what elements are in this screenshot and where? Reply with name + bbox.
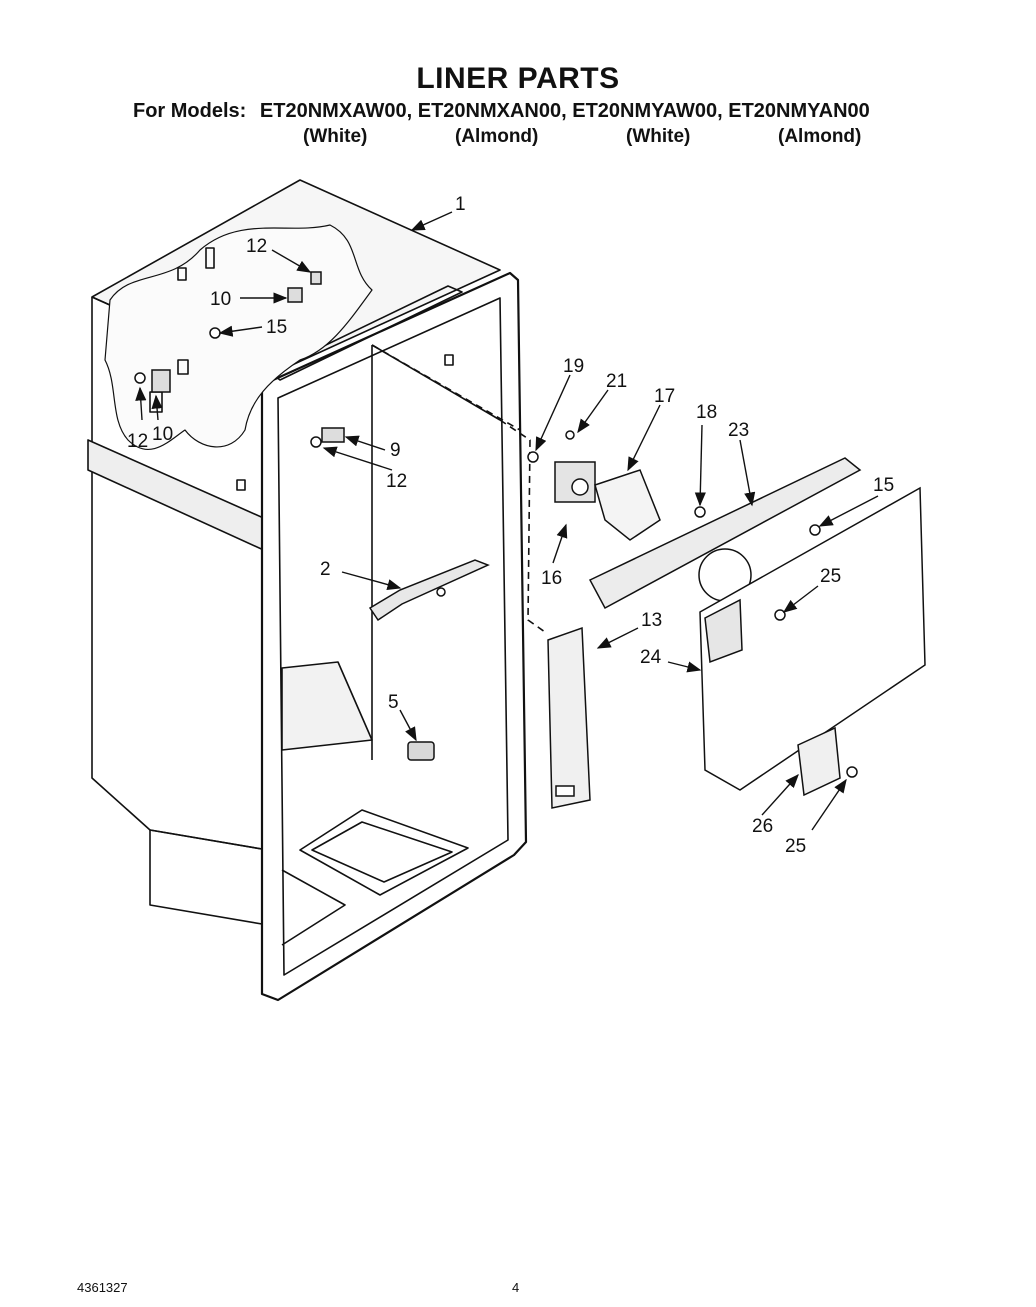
callout-label: 23 bbox=[728, 420, 749, 441]
callout-leaders bbox=[135, 211, 879, 831]
model-code: ET20NMXAW00, bbox=[259, 100, 413, 122]
model-list: For Models: ET20NMXAW00, ET20NMXAN00, ET… bbox=[133, 100, 870, 123]
callout-label: 15 bbox=[266, 317, 287, 338]
small-parts bbox=[134, 271, 926, 809]
callout-label: 25 bbox=[820, 566, 841, 587]
callout-label: 21 bbox=[606, 371, 627, 392]
callout-label: 2 bbox=[320, 559, 331, 580]
callout-label: 12 bbox=[246, 236, 267, 257]
callout-label: 26 bbox=[752, 816, 773, 837]
models-label: For Models: bbox=[133, 100, 247, 122]
callout-label: 13 bbox=[641, 610, 662, 631]
callout-label: 17 bbox=[654, 386, 675, 407]
callout-label: 12 bbox=[127, 431, 148, 452]
callout-label: 10 bbox=[210, 289, 231, 310]
model-color: (Almond) bbox=[778, 126, 862, 147]
callout-label: 25 bbox=[785, 836, 806, 857]
callout-label: 15 bbox=[873, 475, 894, 496]
callout-label: 12 bbox=[386, 471, 407, 492]
page-number: 4 bbox=[512, 1280, 520, 1295]
callout-label: 16 bbox=[541, 568, 562, 589]
document-number: 4361327 bbox=[77, 1280, 128, 1295]
callout-label: 10 bbox=[152, 424, 173, 445]
model-color: (White) bbox=[303, 126, 368, 147]
model-code: ET20NMYAN00 bbox=[728, 100, 870, 122]
page-title: LINER PARTS bbox=[416, 62, 620, 95]
liner-cabinet bbox=[87, 179, 546, 1002]
model-code: ET20NMYAW00, bbox=[572, 100, 723, 122]
model-color: (White) bbox=[626, 126, 691, 147]
callout-label: 1 bbox=[455, 194, 466, 215]
callout-label: 24 bbox=[640, 647, 662, 668]
callout-label: 9 bbox=[390, 440, 401, 461]
callout-label: 5 bbox=[388, 692, 399, 713]
callout-label: 19 bbox=[563, 356, 584, 377]
model-code: ET20NMXAN00, bbox=[417, 100, 567, 122]
model-color: (Almond) bbox=[455, 126, 539, 147]
callout-label: 18 bbox=[696, 402, 717, 423]
